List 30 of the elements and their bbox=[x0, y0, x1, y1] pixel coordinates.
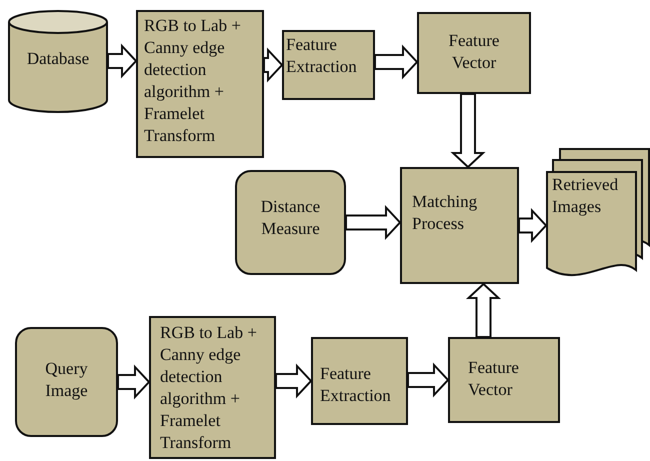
process-box bbox=[311, 337, 408, 425]
block-arrow bbox=[275, 363, 312, 399]
process-box bbox=[282, 30, 375, 100]
node-label: RGB to Lab + Canny edge detection algorithm + Framelet Transform bbox=[144, 15, 242, 147]
node-label: Distance Measure bbox=[260, 196, 322, 240]
process-box bbox=[448, 337, 560, 423]
process-box bbox=[136, 10, 264, 158]
block-arrow bbox=[518, 208, 548, 244]
node-label: Feature Vector bbox=[468, 357, 520, 401]
node-label: Matching Process bbox=[412, 191, 478, 235]
block-arrow bbox=[345, 204, 402, 240]
block-arrow bbox=[107, 43, 138, 79]
process-box bbox=[149, 316, 276, 459]
node-label: RGB to Lab + Canny edge detection algorithm + Framelet Transform bbox=[160, 322, 258, 454]
node-label: Feature Extraction bbox=[320, 363, 392, 407]
block-arrow bbox=[374, 44, 418, 80]
process-box bbox=[400, 167, 519, 284]
node-label: Feature Vector bbox=[448, 30, 500, 74]
block-arrow bbox=[117, 364, 150, 400]
block-arrow bbox=[466, 282, 502, 338]
node-label: Database bbox=[26, 48, 90, 70]
rounded-box bbox=[15, 327, 118, 437]
rounded-box bbox=[235, 170, 346, 275]
node-label: Retrieved Images bbox=[552, 174, 620, 218]
process-box bbox=[417, 12, 531, 94]
block-arrow bbox=[450, 93, 486, 168]
block-arrow bbox=[263, 47, 284, 83]
block-arrow bbox=[407, 362, 450, 398]
node-label: Query Image bbox=[44, 358, 89, 402]
node-label: Feature Extraction bbox=[286, 34, 358, 78]
